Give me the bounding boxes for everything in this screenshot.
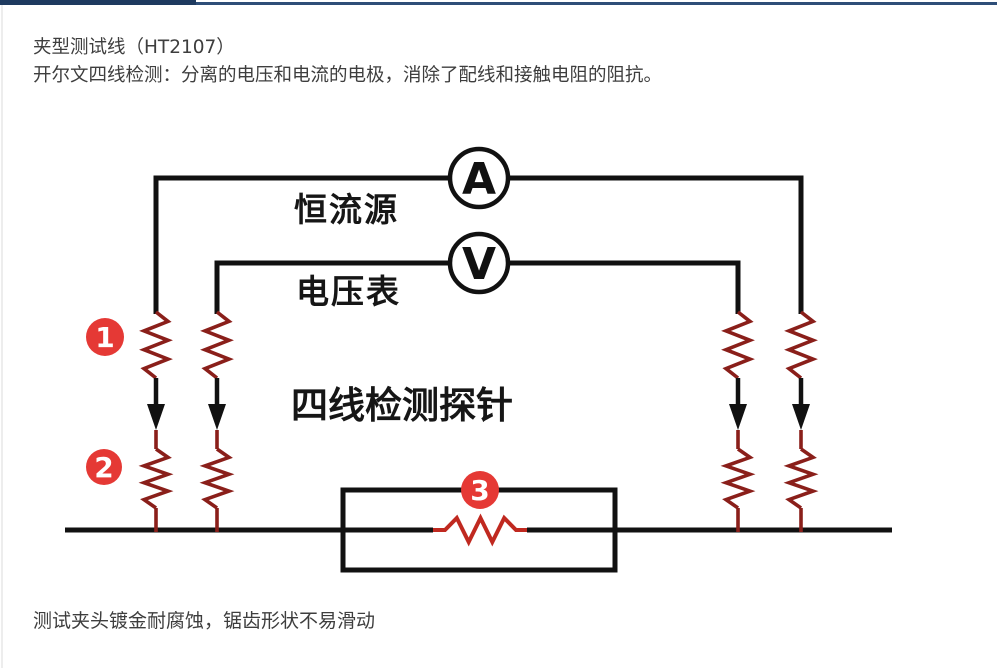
dut-resistor [433,513,527,547]
down-arrow-icon [147,404,165,430]
probe-branches [138,310,819,532]
marker-1-number: 1 [95,321,114,354]
marker-1: 1 [86,318,124,356]
ammeter: A [447,146,511,210]
ammeter-letter: A [462,154,496,205]
top-progress-bar-light [196,2,997,5]
header: 夹型测试线（HT2107） 开尔文四线检测：分离的电压和电流的电极，消除了配线和… [33,34,662,89]
bus-wire [65,513,892,547]
voltmeter-letter: V [462,239,496,290]
probe-branch [720,310,756,532]
down-arrow-icon [729,404,747,430]
product-subtitle: 开尔文四线检测：分离的电压和电流的电极，消除了配线和接触电阻的阻抗。 [33,64,663,86]
top-progress-bar-dark [0,0,196,5]
ammeter-circle-icon [447,146,511,210]
marker-2: 2 [86,449,122,485]
voltmeter: V [447,231,511,295]
product-title: 夹型测试线（HT2107） [33,37,235,58]
constant-current-source-label: 恒流源 [294,190,399,229]
marker-2-badge [86,449,122,485]
down-arrow-icon [792,404,810,430]
marker-3: 3 [461,471,499,509]
marker-2-number: 2 [94,451,113,484]
probe-branch [783,310,819,532]
four-wire-probe-label: 四线检测探针 [291,384,513,427]
down-arrow-icon [208,404,226,430]
voltmeter-circle-icon [447,231,511,295]
voltmeter-label: 电压表 [296,272,401,311]
left-edge-line [1,5,3,668]
marker-3-badge [461,471,499,509]
marker-1-badge [86,318,124,356]
product-footnote: 测试夹头镀金耐腐蚀，锯齿形状不易滑动 [33,610,376,632]
kelvin-four-wire-diagram: A V 恒流源 电压表 四线检测探针 1 2 3 [65,146,892,573]
probe-branch [138,310,174,532]
probe-branch [199,310,235,532]
marker-3-number: 3 [470,474,489,507]
